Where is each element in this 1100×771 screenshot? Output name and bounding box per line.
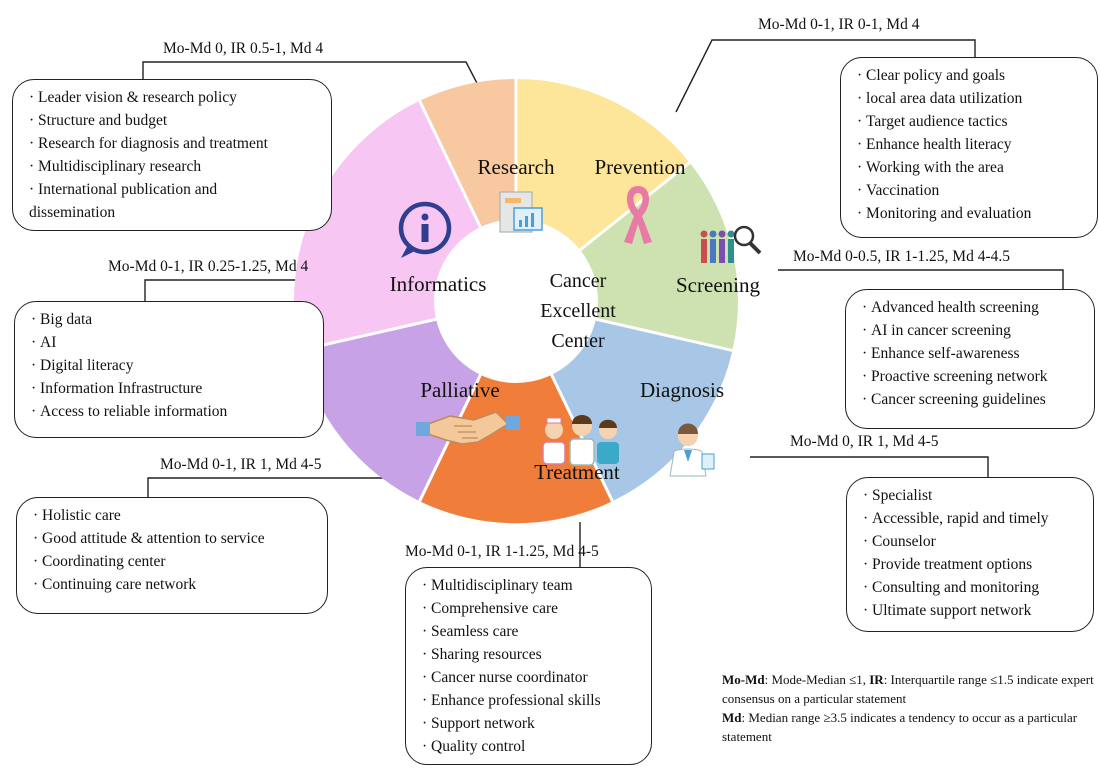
screening-box: Advanced health screening AI in cancer s… <box>845 289 1095 429</box>
list-item: Seamless care <box>422 620 641 643</box>
list-item: Quality control <box>422 735 641 758</box>
list-item: Multidisciplinary team <box>422 574 641 597</box>
list-item: Continuing care network <box>33 573 317 596</box>
list-item: Monitoring and evaluation <box>857 202 1087 225</box>
legend-md-term: Md <box>722 710 742 725</box>
research-box: Leader vision & research policy Structur… <box>12 79 332 231</box>
document-chart-icon <box>499 191 543 233</box>
list-item: Holistic care <box>33 504 317 527</box>
connector-palliative <box>147 477 432 498</box>
doctor-icon <box>669 423 715 477</box>
prevention-box: Clear policy and goals local area data u… <box>840 57 1098 238</box>
segment-labels: Research Prevention Screening Diagnosis … <box>390 155 761 484</box>
list-item: Information Infrastructure <box>31 377 313 400</box>
stat-diagnosis: Mo-Md 0, IR 1, Md 4-5 <box>790 433 939 450</box>
stat-palliative: Mo-Md 0-1, IR 1, Md 4-5 <box>160 456 322 473</box>
legend-mo-md-text: : Mode-Median ≤1, <box>764 672 870 687</box>
list-item: Enhance self-awareness <box>862 342 1084 365</box>
list-item: Target audience tactics <box>857 110 1087 133</box>
label-informatics: Informatics <box>390 272 487 296</box>
list-item: AI <box>31 331 313 354</box>
stat-research: Mo-Md 0, IR 0.5-1, Md 4 <box>163 40 324 57</box>
list-item: Research for diagnosis and treatment <box>29 132 321 155</box>
list-item: Advanced health screening <box>862 296 1084 319</box>
center-line-3: Center <box>551 330 605 352</box>
label-prevention: Prevention <box>595 155 686 179</box>
list-item: Leader vision & research policy <box>29 86 321 109</box>
list-item: Cancer nurse coordinator <box>422 666 641 689</box>
list-item: Enhance professional skills <box>422 689 641 712</box>
stat-informatics: Mo-Md 0-1, IR 0.25-1.25, Md 4 <box>108 258 309 275</box>
list-item: Comprehensive care <box>422 597 641 620</box>
connector-prevention <box>675 39 976 113</box>
label-diagnosis: Diagnosis <box>640 378 724 402</box>
legend-mo-md-term: Mo-Md <box>722 672 765 687</box>
list-item: Ultimate support network <box>863 599 1083 622</box>
list-item: Vaccination <box>857 179 1087 202</box>
list-item: Proactive screening network <box>862 365 1084 388</box>
label-research: Research <box>478 155 555 179</box>
legend-md-text: : Median range ≥3.5 indicates a tendency… <box>722 710 1078 744</box>
palliative-box: Holistic care Good attitude & attention … <box>16 497 328 614</box>
list-item: AI in cancer screening <box>862 319 1084 342</box>
center-line-1: Cancer <box>550 270 607 292</box>
handshake-icon <box>416 411 520 445</box>
pink-ribbon-icon <box>624 186 652 244</box>
label-palliative: Palliative <box>420 378 499 402</box>
list-item: local area data utilization <box>857 87 1087 110</box>
list-item: Working with the area <box>857 156 1087 179</box>
list-item: Digital literacy <box>31 354 313 377</box>
label-screening: Screening <box>676 273 760 297</box>
list-item: Structure and budget <box>29 109 321 132</box>
treatment-box: Multidisciplinary team Comprehensive car… <box>405 567 652 765</box>
list-item: Multidisciplinary research <box>29 155 321 178</box>
legend-ir-text: : Interquartile range ≤1.5 indicate expe… <box>722 672 1094 706</box>
list-item: Counselor <box>863 530 1083 553</box>
stat-prevention: Mo-Md 0-1, IR 0-1, Md 4 <box>758 16 920 33</box>
list-item: Provide treatment options <box>863 553 1083 576</box>
list-item: Specialist <box>863 484 1083 507</box>
stat-treatment: Mo-Md 0-1, IR 1-1.25, Md 4-5 <box>405 543 599 560</box>
list-item-continuation: dissemination <box>29 204 116 221</box>
wheel-segments <box>293 78 738 524</box>
legend-note: Mo-Md: Mode-Median ≤1, IR: Interquartile… <box>722 670 1094 746</box>
informatics-box: Big data AI Digital literacy Information… <box>14 301 324 438</box>
center-circle <box>434 219 598 383</box>
list-item: International publication and <box>29 178 321 201</box>
segment-treatment <box>419 301 613 524</box>
label-treatment: Treatment <box>534 460 620 484</box>
list-item: Sharing resources <box>422 643 641 666</box>
list-item: Coordinating center <box>33 550 317 573</box>
list-item: Big data <box>31 308 313 331</box>
stat-screening: Mo-Md 0-0.5, IR 1-1.25, Md 4-4.5 <box>793 248 1010 265</box>
list-item: Access to reliable information <box>31 400 313 423</box>
list-item: Good attitude & attention to service <box>33 527 317 550</box>
list-item: Clear policy and goals <box>857 64 1087 87</box>
list-item: Support network <box>422 712 641 735</box>
list-item: Accessible, rapid and timely <box>863 507 1083 530</box>
list-item: Consulting and monitoring <box>863 576 1083 599</box>
legend-ir-term: IR <box>869 672 884 687</box>
list-item: Enhance health literacy <box>857 133 1087 156</box>
medical-team-icon <box>542 415 619 466</box>
connector-screening <box>778 269 1064 290</box>
connector-diagnosis <box>750 456 989 478</box>
diagnosis-box: Specialist Accessible, rapid and timely … <box>846 477 1094 632</box>
list-item: Cancer screening guidelines <box>862 388 1084 411</box>
people-magnifier-icon <box>700 225 762 263</box>
info-speech-icon <box>398 201 452 258</box>
center-line-2: Excellent <box>540 300 616 322</box>
